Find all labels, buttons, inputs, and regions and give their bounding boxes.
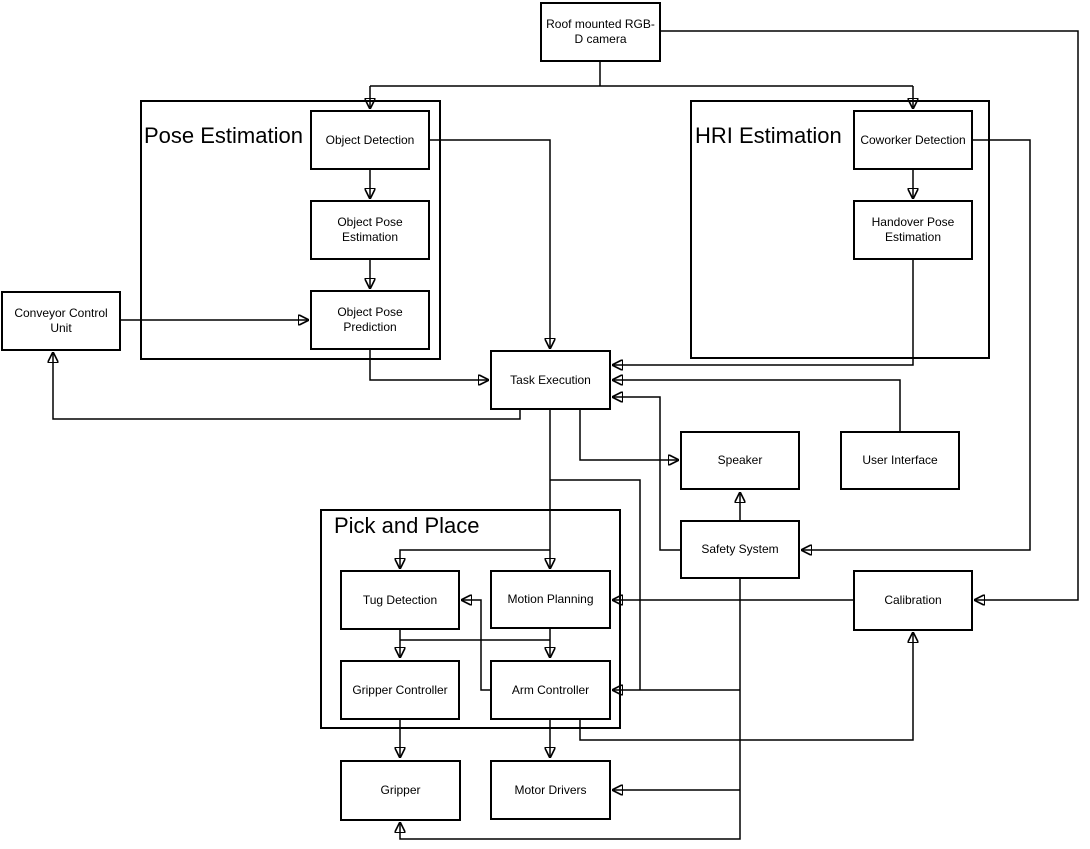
node-gripper-controller-label: Gripper Controller bbox=[352, 682, 448, 697]
node-coworker-detection-label: Coworker Detection bbox=[860, 132, 966, 147]
edge-camera-bus bbox=[370, 62, 913, 87]
node-arm-controller[interactable]: Arm Controller bbox=[490, 660, 611, 720]
node-coworker-detection[interactable]: Coworker Detection bbox=[853, 110, 973, 170]
node-safety-system-label: Safety System bbox=[701, 542, 779, 556]
node-object-pose-prediction-label: Object Pose Prediction bbox=[337, 305, 403, 334]
node-object-pose-prediction[interactable]: Object Pose Prediction bbox=[310, 290, 430, 350]
node-gripper[interactable]: Gripper bbox=[340, 760, 461, 821]
node-task-execution-label: Task Execution bbox=[510, 372, 591, 387]
group-pick-and-place-label: Pick and Place bbox=[334, 513, 480, 538]
node-roof-camera[interactable]: Roof mounted RGB-D camera bbox=[540, 2, 661, 62]
node-handover-pose-estimation[interactable]: Handover Pose Estimation bbox=[853, 200, 973, 260]
node-roof-camera-label: Roof mounted RGB-D camera bbox=[546, 17, 655, 46]
node-calibration-label: Calibration bbox=[884, 593, 942, 607]
node-gripper-label: Gripper bbox=[380, 783, 421, 797]
node-object-detection[interactable]: Object Detection bbox=[310, 110, 430, 170]
node-task-execution[interactable]: Task Execution bbox=[490, 350, 611, 410]
edge-task-execution-to-conveyor bbox=[53, 354, 521, 420]
node-motion-planning[interactable]: Motion Planning bbox=[490, 570, 611, 629]
node-conveyor-control-unit[interactable]: Conveyor Control Unit bbox=[1, 291, 121, 351]
node-conveyor-control-unit-label: Conveyor Control Unit bbox=[14, 306, 108, 335]
node-user-interface-label: User Interface bbox=[862, 453, 938, 467]
node-calibration[interactable]: Calibration bbox=[853, 570, 973, 631]
group-pose-estimation-label: Pose Estimation bbox=[144, 123, 303, 148]
node-arm-controller-label: Arm Controller bbox=[511, 682, 590, 697]
edge-task-execution-to-speaker bbox=[579, 410, 677, 460]
node-safety-system[interactable]: Safety System bbox=[680, 520, 800, 579]
edge-safety-system-to-task-execution bbox=[614, 397, 680, 551]
node-object-pose-estimation-label: Object Pose Estimation bbox=[337, 215, 403, 244]
edge-arm-controller-to-calibration bbox=[579, 634, 913, 741]
node-object-detection-label: Object Detection bbox=[325, 132, 415, 147]
group-hri-estimation-label: HRI Estimation bbox=[695, 123, 842, 148]
node-tug-detection-label: Tug Detection bbox=[362, 592, 438, 607]
node-motor-drivers-label: Motor Drivers bbox=[514, 782, 587, 797]
node-object-pose-estimation[interactable]: Object Pose Estimation bbox=[310, 200, 430, 260]
node-speaker[interactable]: Speaker bbox=[680, 431, 800, 490]
node-speaker-label: Speaker bbox=[717, 453, 763, 467]
node-user-interface[interactable]: User Interface bbox=[840, 431, 960, 490]
node-motor-drivers[interactable]: Motor Drivers bbox=[490, 760, 611, 820]
node-tug-detection[interactable]: Tug Detection bbox=[340, 570, 460, 630]
edge-object-detection-to-task-execution bbox=[430, 139, 550, 347]
node-motion-planning-label: Motion Planning bbox=[507, 592, 594, 606]
edge-user-interface-to-task-execution bbox=[614, 380, 901, 431]
node-gripper-controller[interactable]: Gripper Controller bbox=[340, 660, 460, 720]
node-handover-pose-estimation-label: Handover Pose Estimation bbox=[871, 215, 955, 244]
